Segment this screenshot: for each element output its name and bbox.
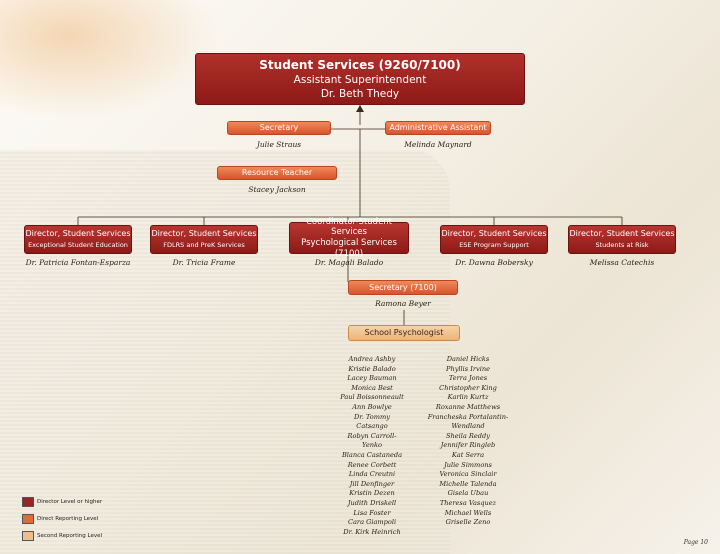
psychologist-name: Kristie Balado — [348, 364, 396, 373]
psychologist-name: Robyn Carroll- — [347, 431, 397, 440]
legend-swatch — [22, 530, 34, 541]
admin-assistant-box: Administrative Assistant — [385, 121, 491, 135]
psychologist-name: Francheska Portalantin- — [427, 412, 509, 421]
coordinator-box: Coordinator-Student Services Psychologic… — [289, 217, 409, 259]
psychologist-name: Daniel Hicks — [446, 355, 490, 363]
background-accent — [0, 0, 220, 120]
psychologist-name: Kristin Dezen — [349, 489, 395, 498]
director-subtitle: Students at Risk — [595, 241, 649, 250]
psychologist-name: Paul Boissonneault — [340, 393, 404, 402]
top-title: Student Services (9260/7100) — [259, 57, 461, 72]
legend-swatch — [22, 513, 34, 524]
psychologist-name: Kat Serra — [451, 450, 485, 459]
secretary-7100-name: Ramona Beyer — [375, 299, 431, 308]
psychologist-name: Judith Driskell — [347, 498, 397, 507]
psychologist-name: Jill Denfinger — [349, 479, 395, 488]
coordinator-name: Dr. Magali Balado — [314, 258, 384, 267]
legend-item: Direct Reporting Level — [22, 512, 102, 525]
psychologist-name: Karlin Kurtz — [447, 393, 489, 402]
secretary-name: Julie Straus — [256, 140, 302, 149]
secretary-box: Secretary — [227, 121, 331, 135]
psychologist-name: Lisa Foster — [353, 508, 391, 517]
legend-item: Second Reporting Level — [22, 529, 102, 542]
legend-label: Director Level or higher — [37, 498, 103, 505]
secretary-7100-box: Secretary (7100) — [348, 280, 458, 295]
psychologist-name: Linda Creutni — [348, 470, 396, 479]
arrow-up-icon — [356, 105, 364, 112]
psychologist-name: Julie Simmons — [444, 460, 492, 469]
psychologist-name: Michelle Talenda — [439, 479, 497, 488]
coordinator-subtitle: Psychological Services (7100) — [301, 238, 397, 259]
legend-item: Director Level or higher — [22, 495, 102, 508]
psychologist-name: Ann Bowlye — [352, 402, 392, 411]
coordinator-title: Coordinator-Student Services — [305, 216, 393, 238]
psychologist-name: Roxanne Matthews — [435, 402, 501, 411]
top-name: Dr. Beth Thedy — [320, 88, 400, 101]
director-box-5: Director, Student Services Students at R… — [568, 225, 676, 254]
psychologist-name: Phyllis Irvine — [446, 364, 490, 373]
director-subtitle: FDLRS and PreK Services — [163, 241, 245, 250]
assistant-superintendent-box: Student Services (9260/7100) Assistant S… — [195, 53, 525, 105]
psychologist-name: Gisela Ubau — [447, 489, 489, 498]
director-subtitle: Exceptional Student Education — [28, 241, 128, 250]
secretary-label: Secretary — [259, 123, 299, 132]
director-name-5: Melissa Catechis — [589, 258, 655, 267]
director-title: Director, Student Services — [25, 229, 131, 239]
legend-label: Direct Reporting Level — [37, 515, 99, 522]
admin-label: Administrative Assistant — [389, 123, 487, 132]
psychologist-name: Michael Wells — [444, 508, 492, 517]
secretary-7100-label: Secretary (7100) — [369, 282, 437, 292]
admin-assistant-name: Melinda Maynard — [404, 140, 472, 149]
resource-label: Resource Teacher — [241, 168, 313, 177]
resource-teacher-box: Resource Teacher — [217, 166, 337, 180]
psychologist-name: Sheila Reddy — [446, 431, 490, 440]
director-name-2: Dr. Tricia Frame — [172, 258, 236, 267]
top-role: Assistant Superintendent — [293, 73, 427, 86]
school-psychologist-label: School Psychologist — [364, 328, 444, 337]
school-psychologist-box: School Psychologist — [348, 325, 460, 341]
resource-teacher-name: Stacey Jackson — [248, 185, 306, 194]
psychologist-name: Dr. Tommy — [354, 412, 390, 421]
director-box-4: Director, Student Services ESE Program S… — [440, 225, 548, 254]
director-box-2: Director, Student Services FDLRS and Pre… — [150, 225, 258, 254]
psychologist-name: Andrea Ashby — [348, 355, 396, 363]
director-name-4: Dr. Dawna Bobersky — [455, 258, 533, 267]
director-box-1: Director, Student Services Exceptional S… — [24, 225, 132, 254]
psychologist-name: Lacey Bauman — [347, 374, 397, 383]
director-subtitle: ESE Program Support — [459, 241, 529, 250]
psychologist-name: Griselle Zeno — [445, 518, 491, 527]
psychologist-name: Veronica Sinclair — [439, 470, 497, 479]
director-title: Director, Student Services — [569, 229, 675, 239]
psychologist-name: Wendland — [451, 422, 485, 431]
psychologist-name: Christopher King — [439, 383, 497, 392]
psychologist-name: Catsango — [356, 422, 388, 431]
legend-label: Second Reporting Level — [37, 532, 102, 539]
psychologist-name: Cara Giampoli — [347, 518, 397, 527]
legend-swatch — [22, 496, 34, 507]
page-number: Page 10 — [683, 539, 708, 546]
psychologist-name: Renee Corbett — [347, 460, 397, 469]
psychologist-name: Theresa Vasquez — [439, 498, 497, 507]
director-title: Director, Student Services — [151, 229, 257, 239]
legend: Director Level or higher Direct Reportin… — [22, 495, 102, 546]
psychologist-name: Blanca Castaneda — [341, 450, 403, 459]
psychologist-name: Dr. Kirk Heinrich — [343, 527, 401, 536]
psychologist-name: Yenko — [362, 441, 382, 450]
psychologist-name: Terra Jones — [448, 374, 488, 383]
director-title: Director, Student Services — [441, 229, 547, 239]
psychologist-name: Monica Best — [351, 383, 393, 392]
director-name-1: Dr. Patricia Fontan-Esparza — [25, 258, 131, 267]
psychologist-name: Jennifer Ringleb — [440, 441, 496, 450]
